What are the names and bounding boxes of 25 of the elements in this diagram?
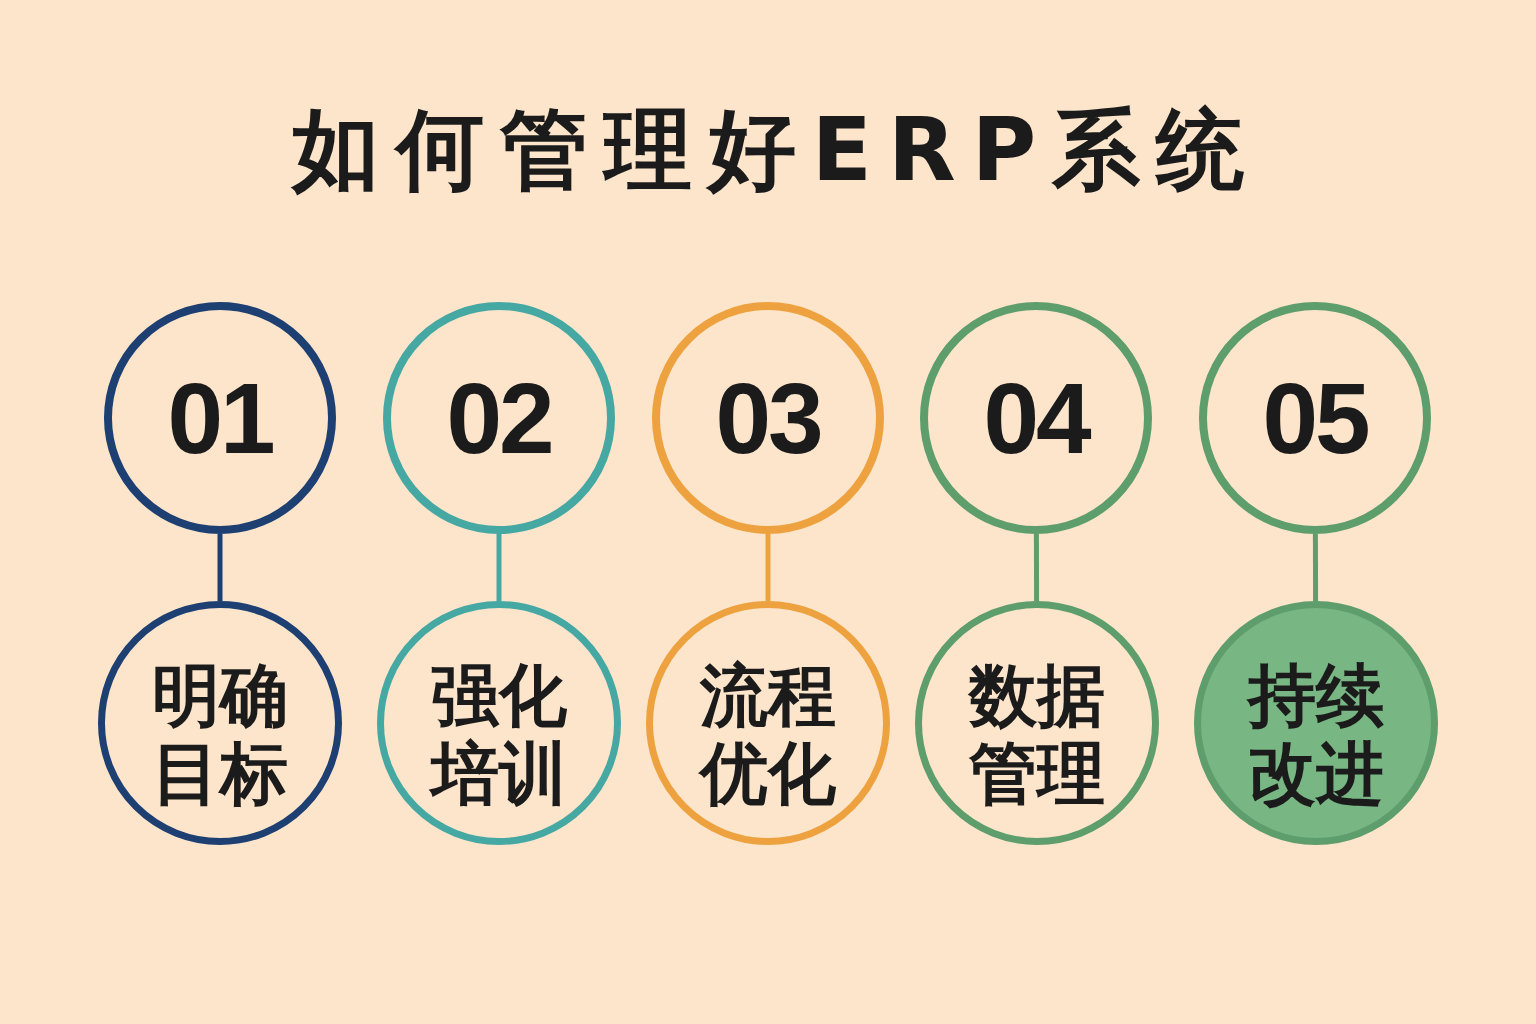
number-circle	[383, 302, 615, 534]
step-label: 数据管理	[968, 657, 1106, 813]
step-label: 强化培训	[430, 657, 568, 813]
step-circle	[377, 601, 621, 845]
connector-line	[496, 534, 502, 601]
step-number: 05	[1262, 363, 1368, 473]
step-number: 02	[446, 363, 552, 473]
step-circle	[98, 601, 342, 845]
step-number: 03	[715, 363, 821, 473]
step-number: 04	[983, 363, 1089, 473]
number-circle	[1199, 302, 1431, 534]
number-circle	[652, 302, 884, 534]
connector-line	[1033, 534, 1040, 601]
step-label: 明确目标	[151, 657, 289, 813]
step-circle	[646, 601, 890, 845]
connector-line	[765, 534, 771, 601]
step-circle	[915, 601, 1159, 845]
step-number: 01	[167, 363, 273, 473]
number-circle	[920, 302, 1152, 534]
step-label: 持续改进	[1247, 657, 1385, 813]
diagram-title: 如何管理好ERP系统	[290, 97, 1261, 203]
number-circle	[104, 302, 336, 534]
connector-line	[1312, 534, 1319, 601]
step-label: 流程优化	[699, 657, 837, 813]
connector-line	[217, 534, 223, 601]
